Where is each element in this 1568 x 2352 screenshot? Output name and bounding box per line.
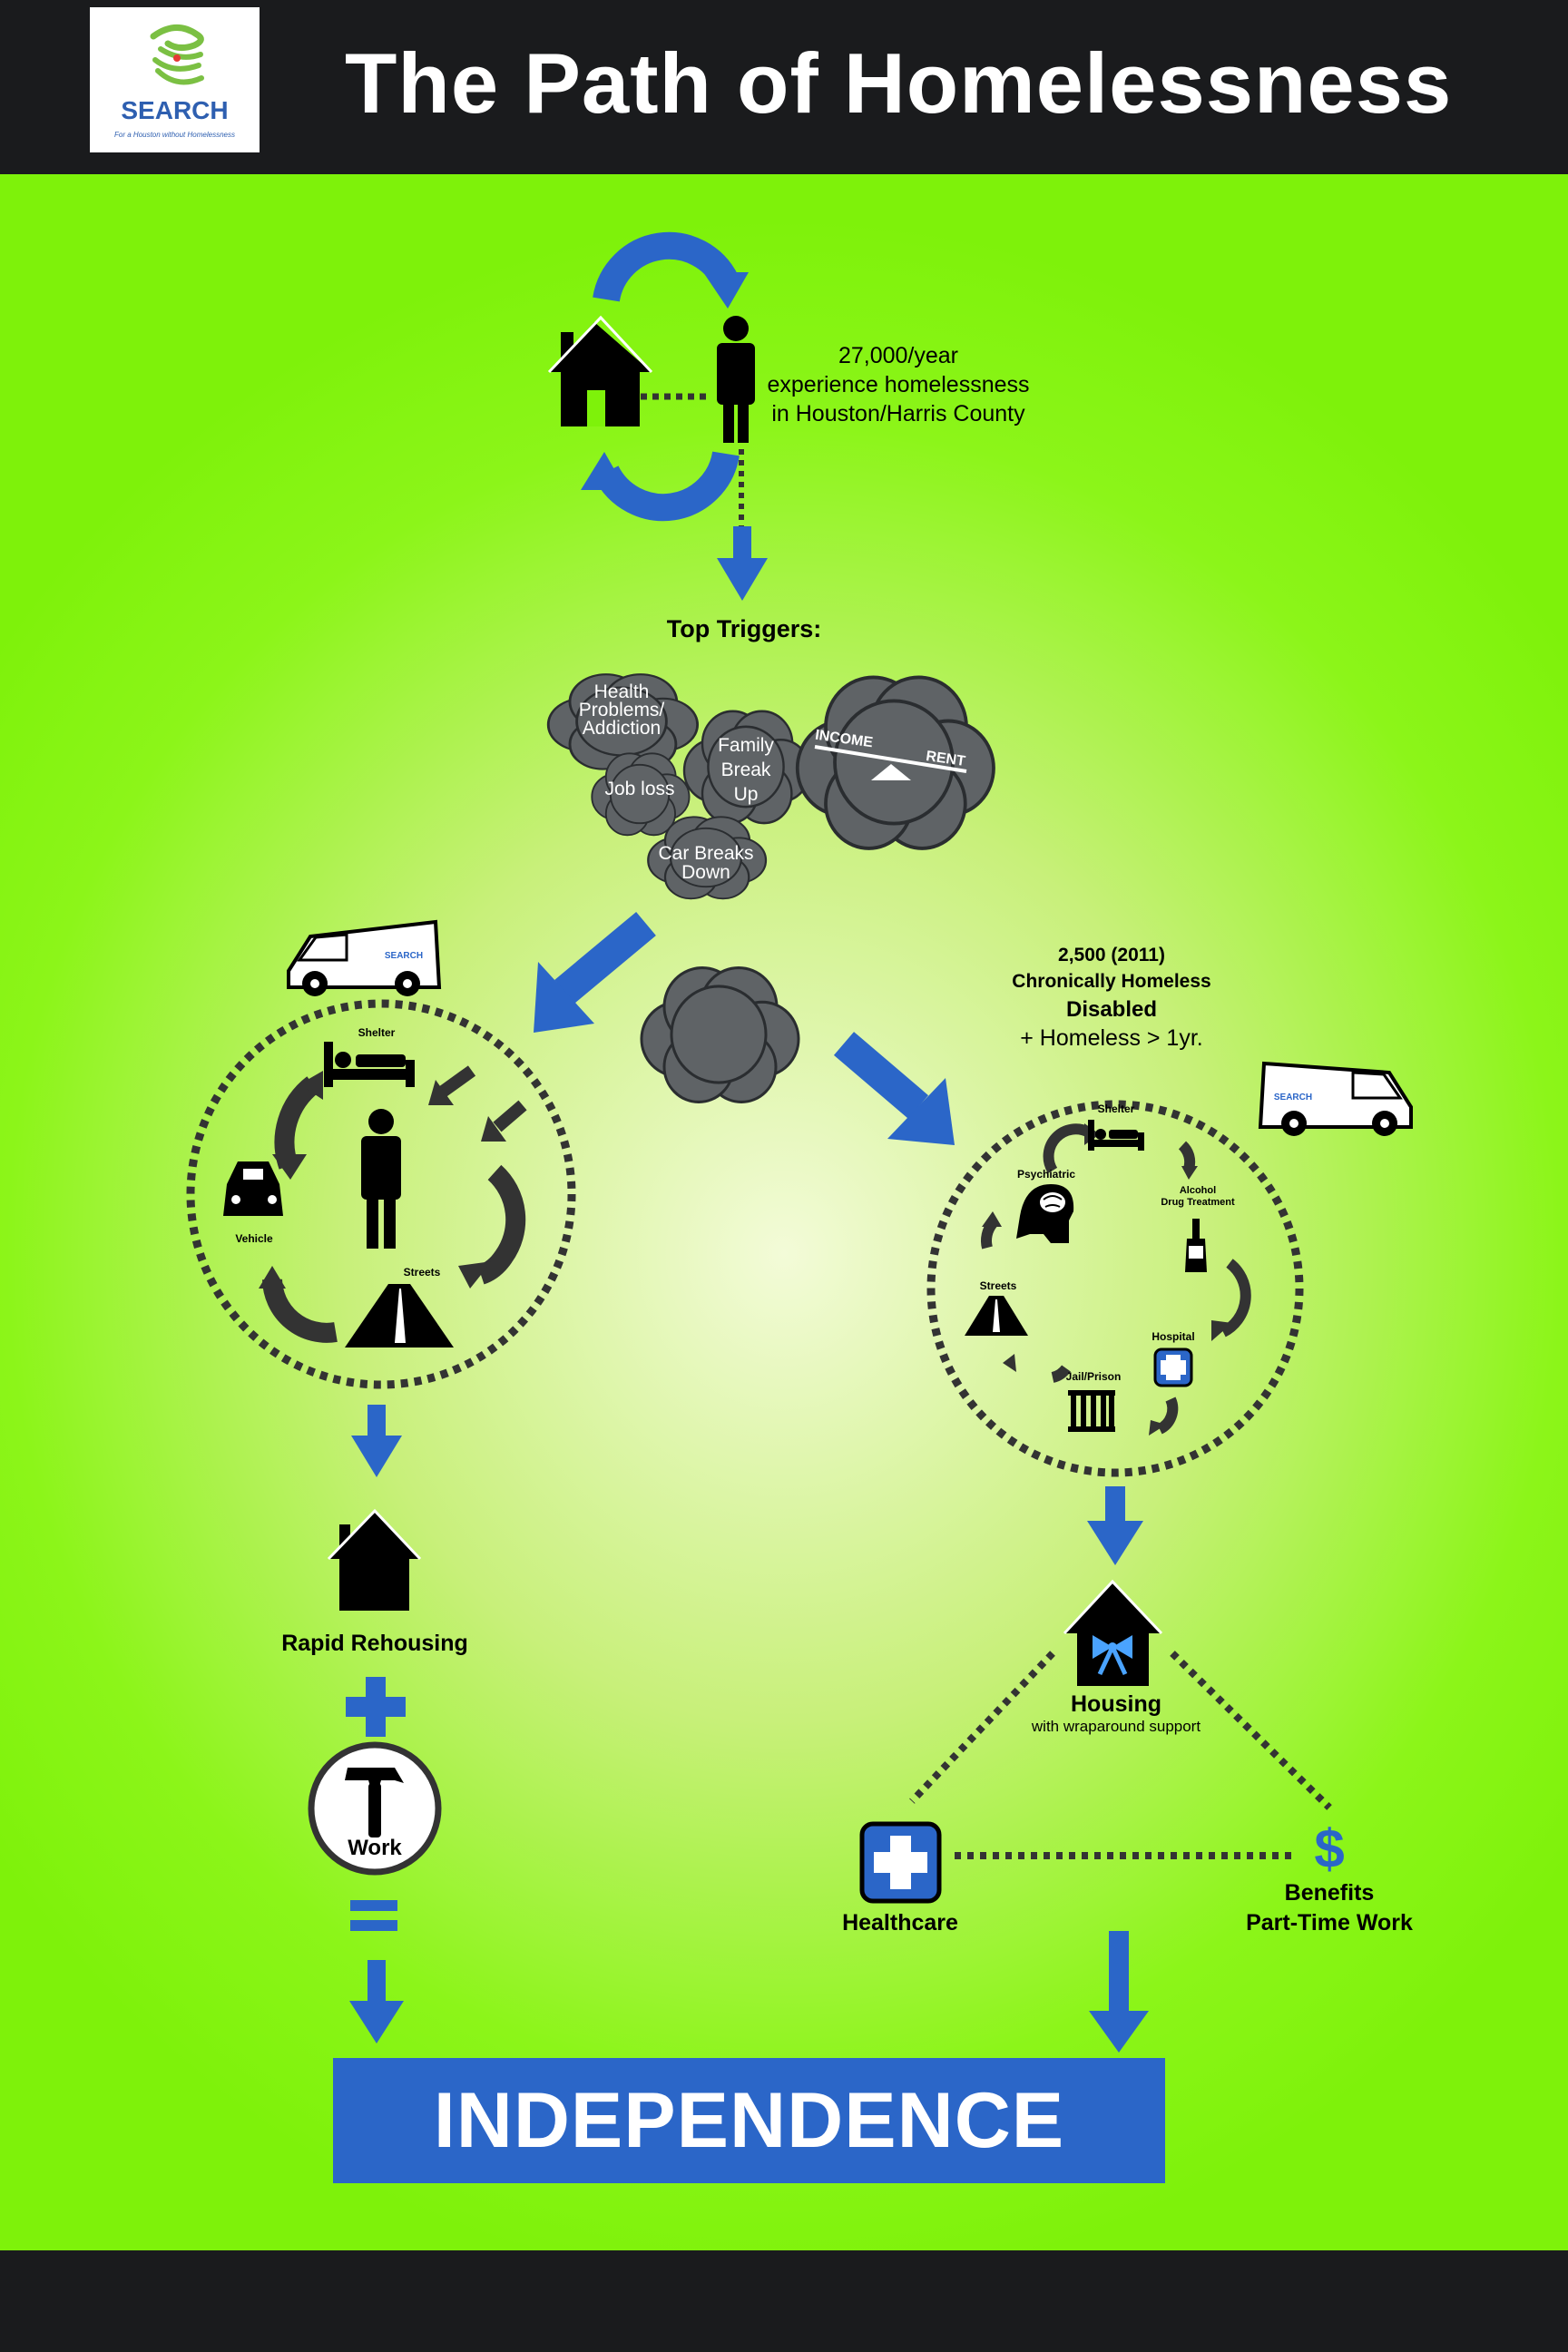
trigger-car: Car Breaks Down [658, 843, 754, 883]
search-van-icon [287, 919, 442, 996]
gift-house-icon [1063, 1579, 1163, 1686]
psychiatric-head-icon [1016, 1184, 1074, 1243]
search-logo[interactable]: SEARCH For a Houston without Homelessnes… [90, 7, 260, 152]
van-label: SEARCH [1273, 1093, 1313, 1102]
work-label: Work [348, 1836, 402, 1860]
right-shelter-label: Shelter [1097, 1102, 1135, 1115]
stat-line: in Houston/Harris County [771, 401, 1025, 426]
arrow-down-icon [1089, 1931, 1149, 2053]
left-cycle-ring [186, 999, 576, 1389]
healthcare-cross-icon[interactable] [859, 1821, 942, 1904]
house-icon [327, 1508, 422, 1611]
arrow-down-icon [1087, 1486, 1143, 1565]
hospital-cross-icon [1153, 1348, 1193, 1387]
equals-icon [350, 1900, 397, 1931]
work-hammer-icon[interactable] [308, 1741, 442, 1876]
housing-support-triangle [909, 1651, 1332, 1859]
trigger-job-loss: Job loss [604, 779, 675, 799]
housing-label: Housing [1071, 1691, 1161, 1717]
person-icon [717, 316, 755, 443]
trigger-family: Family Break Up [718, 735, 774, 805]
search-van-icon [1258, 1061, 1413, 1136]
plus-icon [346, 1677, 406, 1737]
header-bar: SEARCH For a Houston without Homelessnes… [0, 0, 1568, 174]
right-streets-label: Streets [979, 1279, 1017, 1292]
right-hospital-label: Hospital [1152, 1330, 1195, 1343]
independence-banner[interactable]: INDEPENDENCE [333, 2058, 1165, 2183]
arrow-down-icon [351, 1405, 402, 1477]
van-label: SEARCH [384, 951, 424, 961]
arrow-down-right-icon [833, 1032, 955, 1145]
healthcare-label: Healthcare [842, 1910, 958, 1936]
jail-icon [1068, 1390, 1115, 1432]
right-cycle-ring [926, 1100, 1304, 1477]
triggers-heading: Top Triggers: [666, 615, 822, 642]
footer-bar [0, 2250, 1568, 2352]
arrow-down-icon [349, 1960, 404, 2043]
income-rent-scale-icon [814, 745, 967, 780]
chronic-homeless-info: 2,500 (2011) Chronically Homeless Disabl… [1012, 945, 1211, 1051]
cloud-middle-icon [640, 966, 800, 1103]
bed-icon [1088, 1120, 1144, 1151]
rapid-rehousing-label: Rapid Rehousing [281, 1631, 468, 1656]
bottle-icon [1185, 1219, 1207, 1272]
left-vehicle-label: Vehicle [235, 1232, 273, 1245]
page-title: The Path of Homelessness [345, 35, 1453, 131]
person-icon [361, 1109, 401, 1249]
stat-line: 27,000/year [838, 343, 959, 368]
left-shelter-label: Shelter [358, 1026, 396, 1039]
right-jail-label: Jail/Prison [1065, 1370, 1122, 1383]
road-icon [345, 1284, 454, 1348]
annual-homeless-stat: 27,000/year experience homelessness in H… [762, 341, 1034, 428]
stat-line: experience homelessness [767, 372, 1030, 397]
logo-name: SEARCH [121, 96, 229, 124]
trigger-health: Health Problems/ Addiction [578, 681, 665, 739]
bed-icon [324, 1042, 415, 1087]
logo-tagline: For a Houston without Homelessness [114, 131, 235, 139]
top-cycle-arrow-icon [581, 231, 749, 522]
search-logo-mark-icon [150, 24, 204, 85]
housing-sub-label: with wraparound support [1031, 1718, 1201, 1735]
car-icon [223, 1161, 283, 1216]
left-cycle-arrows [259, 1065, 527, 1343]
arrow-down-left-icon [534, 911, 656, 1033]
right-psychiatric-label: Psychiatric [1016, 1168, 1076, 1181]
house-icon [547, 315, 653, 426]
svg-text:$: $ [1314, 1818, 1344, 1879]
road-icon [965, 1296, 1028, 1336]
arrow-down-icon [717, 526, 768, 601]
dollar-icon[interactable]: $ [1314, 1818, 1344, 1879]
benefits-label: Benefits Part-Time Work [1246, 1880, 1413, 1936]
independence-label: INDEPENDENCE [433, 2077, 1065, 2164]
right-cycle-arrowheads [982, 1123, 1232, 1436]
right-alcohol-label: Alcohol Drug Treatment [1161, 1185, 1235, 1208]
left-streets-label: Streets [403, 1266, 441, 1279]
